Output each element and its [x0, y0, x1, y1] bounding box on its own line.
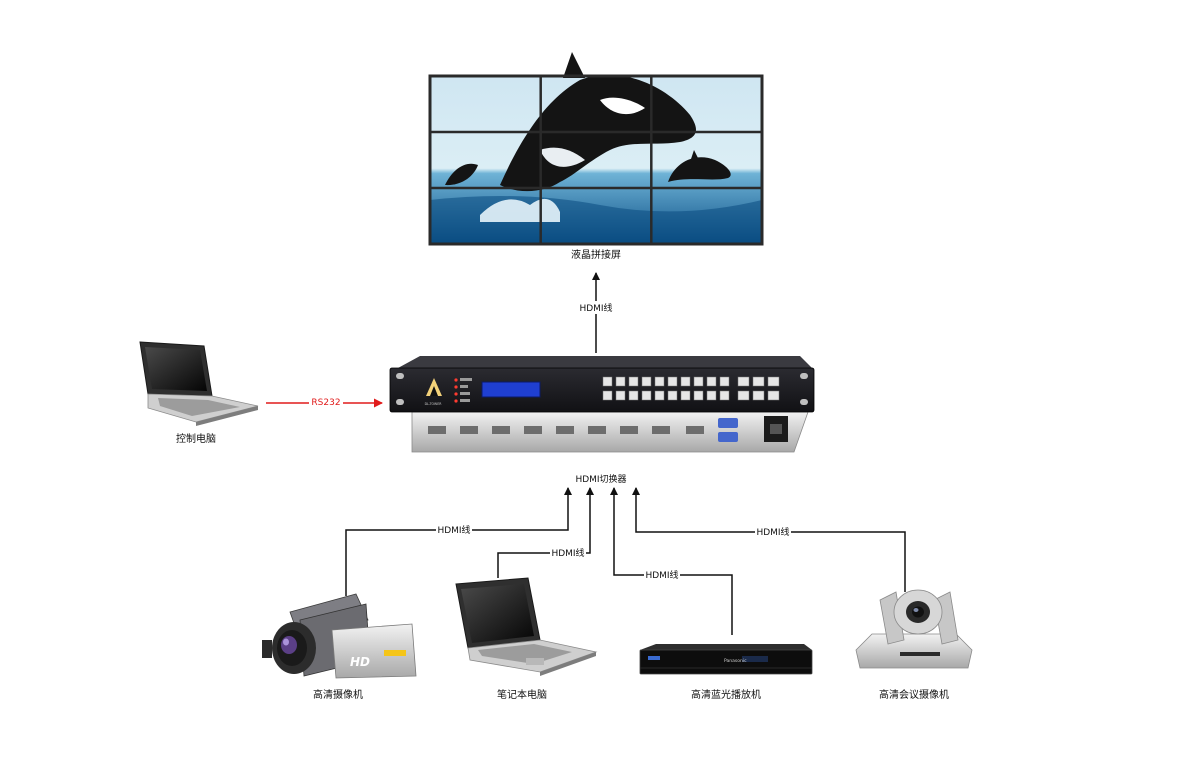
laptop-hdmi-cable [497, 487, 594, 578]
switcher-label: HDMI切换器 [575, 473, 626, 485]
conf-camera-cable-label: HDMI线 [756, 526, 789, 538]
laptop-label: 笔记本电脑 [497, 688, 547, 701]
bluray-player-icon [639, 644, 813, 675]
bluray-brand: Panasonic [724, 658, 747, 664]
camcorder-label: 高清摄像机 [313, 688, 363, 701]
bluray-cable-label: HDMI线 [645, 569, 678, 581]
ptz-camera-icon [855, 589, 973, 669]
bluray-label: 高清蓝光播放机 [691, 688, 761, 701]
control-pc-label: 控制电脑 [176, 432, 216, 445]
laptop-cable-label: HDMI线 [551, 547, 584, 559]
camcorder-hdmi-cable [345, 487, 572, 596]
video-wall-label: 液晶拼接屏 [571, 248, 621, 261]
hdmi-matrix-switcher-icon [389, 356, 815, 453]
bluray-hdmi-cable [610, 487, 733, 635]
output-cable-label: HDMI线 [579, 302, 612, 314]
rs232-label: RS232 [311, 398, 340, 408]
switcher-brand: DL-TOWER [425, 402, 443, 406]
conf-camera-label: 高清会议摄像机 [879, 688, 949, 701]
camcorder-badge: HD [350, 655, 370, 669]
camcorder-icon [262, 593, 417, 679]
video-wall-icon [428, 52, 764, 246]
camcorder-cable-label: HDMI线 [437, 524, 470, 536]
laptop-icon [455, 577, 598, 676]
control-pc-laptop-icon [139, 341, 259, 426]
